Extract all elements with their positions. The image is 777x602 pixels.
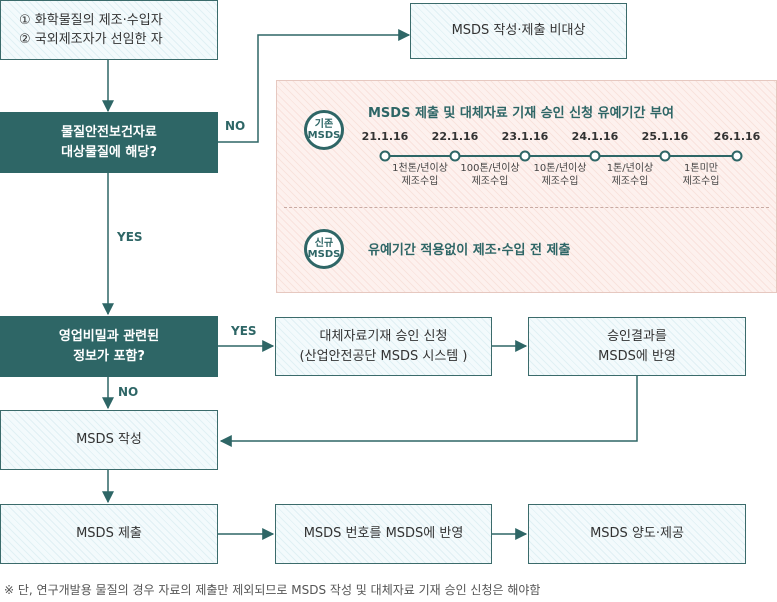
panel-divider — [284, 207, 769, 208]
footnote: ※ 단, 연구개발용 물질의 경우 자료의 제출만 제외되므로 MSDS 작성 … — [4, 583, 541, 597]
yes-label-1: YES — [117, 230, 143, 244]
decision1-line-2: 대상물질에 해당? — [61, 144, 157, 160]
reflect-label: MSDS 번호를 MSDS에 반영 — [303, 526, 464, 542]
existing-msds-title: MSDS 제출 및 대체자료 기재 승인 신청 유예기간 부여 — [368, 106, 674, 121]
timeline-desc-line-1: 1톤/년이상 — [606, 163, 654, 174]
timeline-dot — [519, 150, 531, 162]
new-badge-line-2: MSDS — [307, 249, 341, 260]
msds-number-reflect-box: MSDS 번호를 MSDS에 반영 — [275, 504, 492, 564]
new-badge-line-1: 신규 — [314, 237, 334, 249]
approval-result-box: 승인결과를 MSDS에 반영 — [528, 317, 746, 376]
start-line-2: ② 국외제조자가 선임한 자 — [19, 32, 163, 47]
timeline-dot — [731, 150, 743, 162]
submit-label: MSDS 제출 — [76, 526, 142, 542]
not-target-label: MSDS 작성·제출 비대상 — [451, 23, 586, 39]
start-box: ① 화학물질의 제조·수입자 ② 국외제조자가 선임한 자 — [0, 0, 218, 60]
timeline-date: 24.1.16 — [571, 130, 619, 143]
msds-write-box: MSDS 작성 — [0, 410, 218, 470]
timeline-desc-line-2: 제조수입 — [401, 176, 439, 187]
decision-msds-target: 물질안전보건자료 대상물질에 해당? — [0, 112, 218, 173]
timeline-desc-line-1: 1천톤/년이상 — [392, 163, 448, 174]
timeline-date: 21.1.16 — [361, 130, 409, 143]
result-line-1: 승인결과를 — [607, 329, 667, 344]
timeline-desc-line-2: 제조수입 — [611, 176, 649, 187]
no-label-2: NO — [118, 385, 139, 399]
decision-trade-secret: 영업비밀과 관련된 정보가 포함? — [0, 316, 218, 377]
new-msds-badge: 신규 MSDS — [304, 229, 344, 269]
timeline-desc-line-1: 100톤/년이상 — [460, 163, 520, 174]
timeline-date: 26.1.16 — [713, 130, 761, 143]
timeline-desc-line-2: 제조수입 — [541, 176, 579, 187]
timeline-date: 23.1.16 — [501, 130, 549, 143]
write-label: MSDS 작성 — [76, 432, 142, 448]
new-msds-title: 유예기간 적용없이 제조·수입 전 제출 — [368, 243, 571, 258]
no-label-1: NO — [225, 119, 246, 133]
timeline-dot — [449, 150, 461, 162]
approval-request-box: 대체자료기재 승인 신청 (산업안전공단 MSDS 시스템 ) — [275, 317, 492, 376]
timeline-date: 22.1.16 — [431, 130, 479, 143]
transfer-label: MSDS 양도·제공 — [590, 526, 684, 542]
timeline-date: 25.1.16 — [641, 130, 689, 143]
timeline-dot — [379, 150, 391, 162]
msds-submit-box: MSDS 제출 — [0, 504, 218, 564]
decision2-line-1: 영업비밀과 관련된 — [58, 329, 160, 344]
existing-msds-badge: 기존 MSDS — [304, 110, 344, 150]
decision2-line-2: 정보가 포함? — [73, 348, 145, 364]
decision1-line-1: 물질안전보건자료 — [61, 125, 157, 140]
timeline-line — [385, 155, 737, 157]
timeline-dot — [589, 150, 601, 162]
approval-line-1: 대체자료기재 승인 신청 — [319, 329, 448, 344]
existing-badge-line-1: 기존 — [314, 118, 334, 130]
existing-badge-line-2: MSDS — [307, 130, 341, 141]
not-target-box: MSDS 작성·제출 비대상 — [410, 3, 627, 59]
msds-transfer-box: MSDS 양도·제공 — [528, 504, 746, 564]
arrow-result-to-write — [219, 376, 638, 447]
timeline-desc-line-1: 1톤미만 — [684, 163, 718, 174]
timeline-desc-line-2: 제조수입 — [682, 176, 720, 187]
timeline-desc-line-2: 제조수입 — [471, 176, 509, 187]
timeline-desc-line-1: 10톤/년이상 — [533, 163, 587, 174]
timeline-dot — [659, 150, 671, 162]
result-line-2: MSDS에 반영 — [598, 348, 676, 364]
yes-label-2: YES — [231, 324, 257, 338]
arrow-no-to-not-target — [218, 29, 411, 143]
grace-period-panel — [276, 80, 777, 293]
start-line-1: ① 화학물질의 제조·수입자 — [19, 12, 163, 28]
approval-line-2: (산업안전공단 MSDS 시스템 ) — [299, 348, 468, 364]
